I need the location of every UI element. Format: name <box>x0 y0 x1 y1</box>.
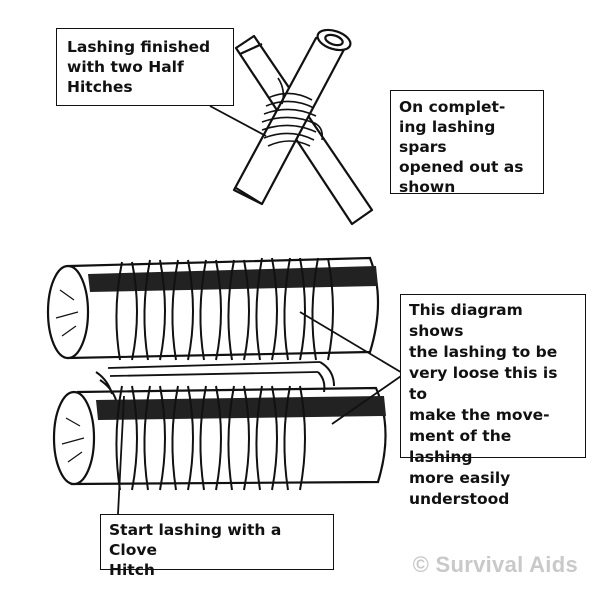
parallel-lashing-turns <box>95 257 335 491</box>
crossed-spars <box>232 28 374 226</box>
callout-loose-lashing: This diagram shows the lashing to be ver… <box>400 294 586 508</box>
crossing-lashing-coil <box>261 77 324 147</box>
leader-clove-hitch <box>117 395 125 515</box>
spar-b-end-grain <box>316 28 352 52</box>
leader-lines <box>117 105 405 515</box>
spar-b-bottom-edge <box>235 187 263 205</box>
spar-b-end-ring <box>324 33 344 47</box>
callout-half-hitches: Lashing finished with two Half Hitches <box>56 28 234 106</box>
callout-spars-opened: On complet- ing lashing spars opened out… <box>390 90 544 196</box>
upper-spar-grain-lines <box>55 289 79 337</box>
lower-spar-grain-lines <box>61 417 85 463</box>
upper-spar-end-grain <box>46 264 90 360</box>
spar-a-shading <box>239 42 263 56</box>
parallel-spars <box>46 256 387 486</box>
lower-spar-end-grain <box>52 390 96 486</box>
watermark-credit: © Survival Aids <box>412 552 578 577</box>
leader-half-hitches <box>209 105 267 137</box>
upper-spar-shading <box>88 266 378 292</box>
leader-loose-upper <box>299 311 405 375</box>
leader-loose-lower <box>331 373 405 425</box>
lower-spar-shading <box>96 396 386 420</box>
callout-clove-hitch: Start lashing with a Clove Hitch <box>100 514 334 579</box>
spar-diagonal-a <box>234 34 374 226</box>
